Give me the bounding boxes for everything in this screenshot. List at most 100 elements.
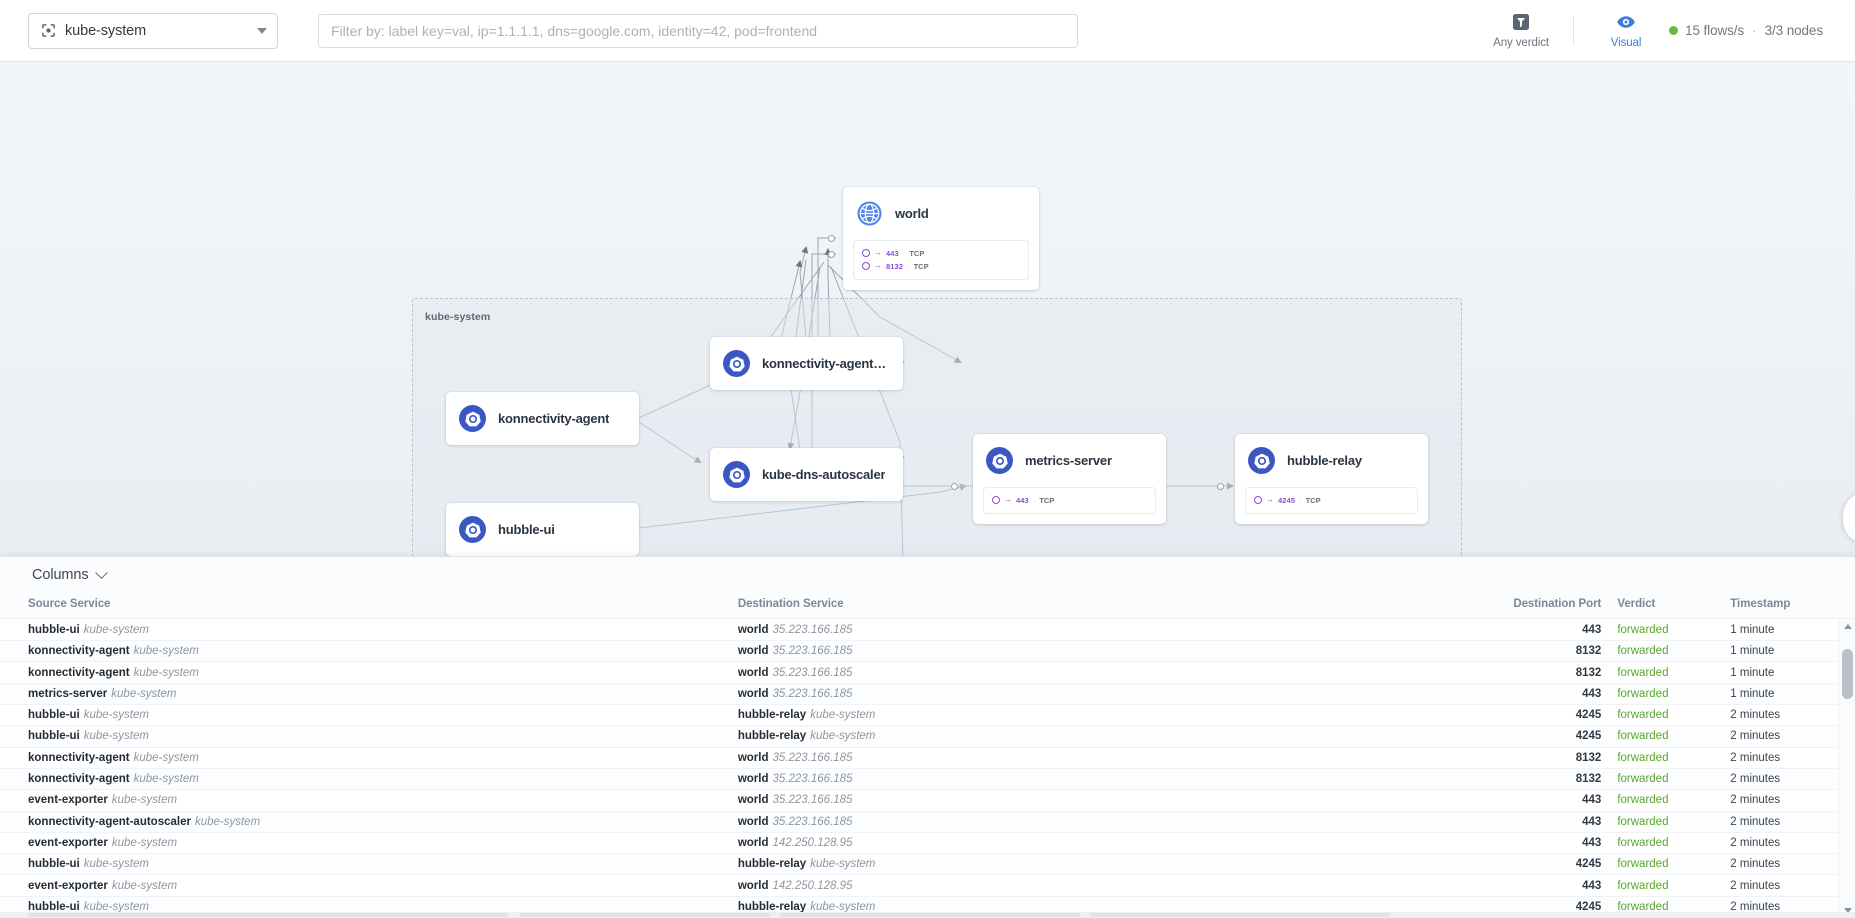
edge-handle[interactable]	[951, 483, 958, 490]
verdict-value: forwarded	[1617, 751, 1669, 764]
verdict-value: forwarded	[1617, 773, 1669, 786]
cell-destination-port: 8132	[1475, 768, 1610, 791]
port-row[interactable]: → 443 · TCP	[992, 494, 1147, 506]
scroll-segment[interactable]	[780, 913, 1080, 917]
column-header-timestamp[interactable]: Timestamp	[1730, 598, 1791, 611]
port-circle-icon	[992, 496, 1000, 504]
scrollbar-thumb[interactable]	[1842, 649, 1853, 700]
node-title: hubble-ui	[498, 522, 555, 537]
node-title: kube-dns-autoscaler	[762, 467, 886, 482]
service-node-hubble-relay[interactable]: hubble-relay → 4245 · TCP	[1235, 434, 1428, 524]
scroll-segment[interactable]	[1090, 913, 1390, 917]
port-row[interactable]: → 8132 · TCP	[862, 260, 1020, 272]
toolbar-actions: Any verdict Visual	[1478, 7, 1669, 55]
cell-verdict: forwarded	[1609, 853, 1699, 876]
edge-handle[interactable]	[1217, 483, 1224, 490]
destination-service-name: world	[737, 879, 769, 892]
node-header: hubble-relay	[1235, 434, 1428, 487]
source-service-name: event-exporter	[28, 836, 108, 849]
namespace-selector[interactable]: kube-system	[28, 12, 278, 49]
cell-verdict: forwarded	[1609, 747, 1699, 769]
column-header-port[interactable]: Destination Port	[1513, 598, 1602, 611]
service-node-metrics-server[interactable]: metrics-server → 443 · TCP	[973, 434, 1166, 524]
scroll-up-arrow-icon[interactable]	[1839, 619, 1855, 634]
service-node-world[interactable]: world → 443 · TCP → 8132 ·	[843, 187, 1039, 290]
visual-mode-button[interactable]: Visual	[1583, 7, 1669, 55]
cell-verdict: forwarded	[1609, 661, 1699, 684]
cell-timestamp: 2 minutes	[1698, 811, 1855, 833]
port-protocol: TCP	[1039, 495, 1055, 505]
service-map-canvas[interactable]: kube-system	[0, 62, 1855, 557]
chevron-down-icon	[257, 27, 267, 34]
service-node-kube-dns-autoscaler[interactable]: kube-dns-autoscaler	[710, 448, 903, 501]
verdict-filter-button[interactable]: Any verdict	[1478, 7, 1564, 55]
cell-verdict: forwarded	[1609, 704, 1699, 727]
verdict-value: forwarded	[1617, 709, 1669, 722]
destination-service-namespace: 35.223.166.185	[772, 623, 853, 636]
column-header-verdict[interactable]: Verdict	[1617, 598, 1656, 611]
verdict-filter-icon	[1511, 12, 1531, 35]
column-header-source[interactable]: Source Service	[28, 598, 111, 611]
node-header: hubble-ui	[446, 503, 639, 556]
cell-verdict: forwarded	[1609, 811, 1699, 833]
port-circle-icon	[862, 262, 870, 270]
source-service-name: hubble-ui	[28, 730, 80, 743]
cell-destination-port: 443	[1475, 811, 1610, 833]
destination-service-namespace: kube-system	[810, 900, 876, 913]
destination-service-name: hubble-relay	[737, 900, 807, 913]
source-service-name: event-exporter	[28, 879, 108, 892]
destination-service-namespace: 35.223.166.185	[772, 794, 853, 807]
service-node-konnectivity-agent[interactable]: konnectivity-agent	[446, 392, 639, 445]
scroll-segment[interactable]	[28, 913, 508, 917]
node-header: konnectivity-agent-autosc…	[710, 337, 903, 390]
columns-button[interactable]: Columns	[28, 565, 110, 585]
scroll-segment[interactable]	[520, 913, 770, 917]
service-node-hubble-ui[interactable]: hubble-ui	[446, 503, 639, 556]
service-node-konnectivity-agent-autoscaler[interactable]: konnectivity-agent-autosc…	[710, 337, 903, 390]
column-header-destination[interactable]: Destination Service	[737, 598, 844, 611]
verdict-value: forwarded	[1617, 879, 1669, 892]
verdict-value: forwarded	[1617, 730, 1669, 743]
cell-destination-port: 443	[1475, 874, 1610, 897]
cell-verdict: forwarded	[1609, 832, 1699, 855]
cell-timestamp: 1 minute	[1698, 661, 1855, 684]
port-row[interactable]: → 443 · TCP	[862, 247, 1020, 259]
cell-timestamp: 1 minute	[1698, 640, 1855, 663]
edge-handle[interactable]	[828, 251, 835, 258]
timestamp-value: 2 minutes	[1730, 709, 1781, 722]
flow-filter-input[interactable]	[318, 13, 1078, 48]
node-title: world	[895, 206, 929, 221]
source-service-name: hubble-ui	[28, 858, 80, 871]
port-number: 443	[1016, 495, 1029, 505]
port-arrow-icon: →	[1004, 495, 1012, 504]
source-service-name: metrics-server	[28, 687, 108, 700]
port-row[interactable]: → 4245 · TCP	[1254, 494, 1409, 506]
source-service-name: hubble-ui	[28, 623, 80, 636]
kubernetes-icon	[459, 516, 486, 543]
side-panel-handle[interactable]	[1843, 492, 1855, 544]
destination-service-namespace: 35.223.166.185	[772, 687, 853, 700]
edge-handle[interactable]	[828, 235, 835, 242]
horizontal-scroll-strip[interactable]	[0, 912, 1855, 918]
flows-vertical-scrollbar[interactable]	[1838, 619, 1855, 918]
scroll-down-arrow-icon[interactable]	[1839, 903, 1855, 918]
